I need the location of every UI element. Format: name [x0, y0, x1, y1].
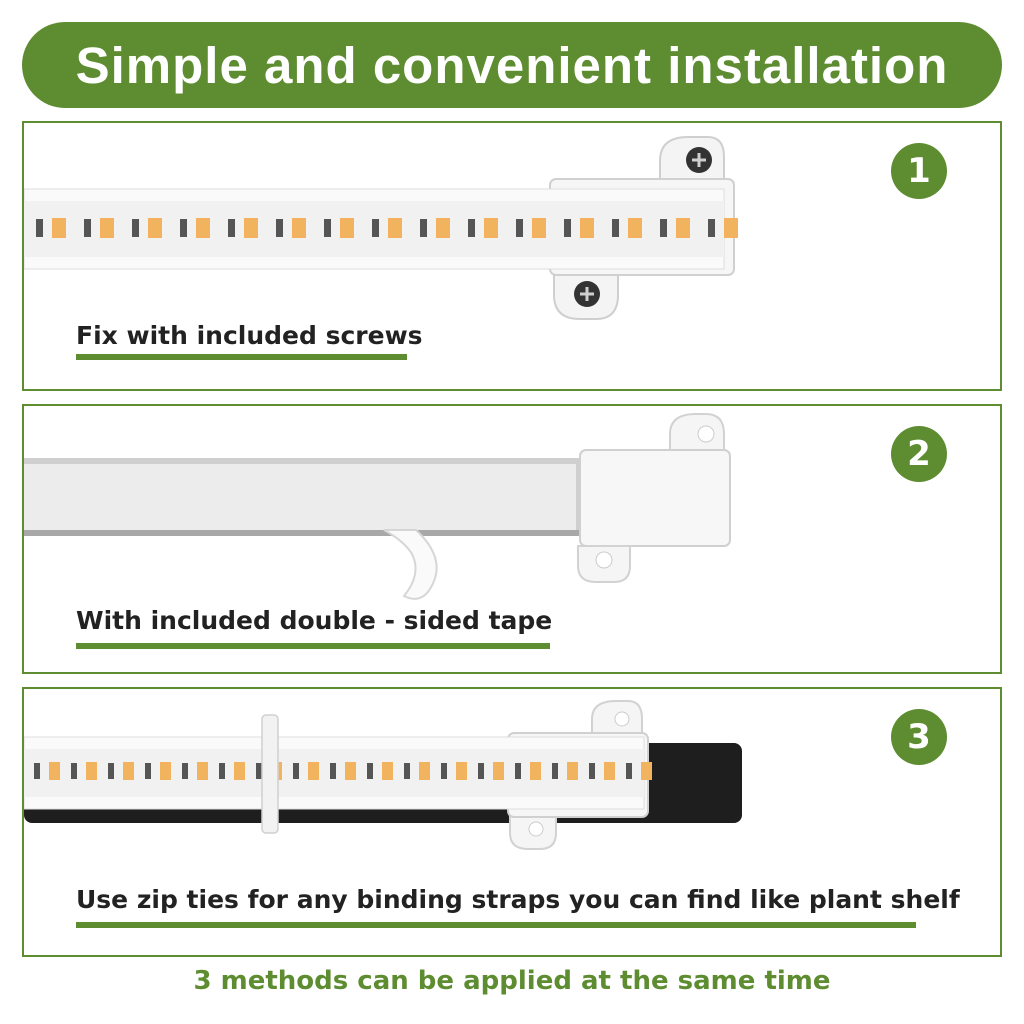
resistor-chip [367, 763, 373, 779]
header-banner: Simple and convenient installation [22, 22, 1002, 108]
led-chip [436, 218, 450, 238]
tape-icon [383, 529, 438, 600]
led-chip [100, 218, 114, 238]
led-strip-with-screws-illustration [24, 136, 738, 320]
led-chip [49, 762, 60, 780]
led-chip [493, 762, 504, 780]
led-chip [604, 762, 615, 780]
resistor-chip [145, 763, 151, 779]
screw-icon [686, 147, 712, 173]
resistor-chip [324, 219, 331, 237]
resistor-chip [180, 219, 187, 237]
led-chip [567, 762, 578, 780]
resistor-chip [660, 219, 667, 237]
resistor-chip [228, 219, 235, 237]
method-panel-tape: 2 With included double - sided tape [22, 404, 1002, 674]
led-chip [123, 762, 134, 780]
resistor-chip [515, 763, 521, 779]
led-chip [456, 762, 467, 780]
resistor-chip [552, 763, 558, 779]
led-chip [530, 762, 541, 780]
resistor-chip [372, 219, 379, 237]
led-chip [388, 218, 402, 238]
resistor-chip [34, 763, 40, 779]
led-chip [484, 218, 498, 238]
led-chip [628, 218, 642, 238]
resistor-chip [256, 763, 262, 779]
resistor-chip [441, 763, 447, 779]
caption-underline [76, 354, 407, 360]
resistor-chip [564, 219, 571, 237]
footer-note: 3 methods can be applied at the same tim… [193, 966, 831, 996]
led-chip [308, 762, 319, 780]
led-chip [641, 762, 652, 780]
led-chip [234, 762, 245, 780]
led-chip [148, 218, 162, 238]
resistor-chip [132, 219, 139, 237]
resistor-chip [71, 763, 77, 779]
resistor-chip [36, 219, 43, 237]
page-title: Simple and convenient installation [75, 36, 949, 94]
step-caption: Use zip ties for any binding straps you … [76, 885, 960, 914]
resistor-chip [478, 763, 484, 779]
step-number-badge: 3 [891, 709, 947, 765]
led-chip [197, 762, 208, 780]
step-number-badge: 2 [891, 426, 947, 482]
screw-icon [574, 281, 600, 307]
zip-tie-illustration [24, 700, 742, 850]
led-chip [724, 218, 738, 238]
step-number-badge: 1 [891, 143, 947, 199]
method-panel-screws: 1 Fix with included screws [22, 121, 1002, 391]
led-chip [532, 218, 546, 238]
led-chip [340, 218, 354, 238]
step-caption: Fix with included screws [76, 321, 423, 350]
resistor-chip [708, 219, 715, 237]
led-chip [292, 218, 306, 238]
resistor-chip [420, 219, 427, 237]
led-chip [52, 218, 66, 238]
led-chip [86, 762, 97, 780]
led-chip [580, 218, 594, 238]
caption-underline [76, 643, 550, 649]
zip-tie-icon [261, 714, 279, 834]
led-chip [345, 762, 356, 780]
led-chip [382, 762, 393, 780]
caption-underline [76, 922, 916, 928]
step-caption: With included double - sided tape [76, 606, 553, 635]
led-chip [196, 218, 210, 238]
resistor-chip [293, 763, 299, 779]
resistor-chip [108, 763, 114, 779]
resistor-chip [84, 219, 91, 237]
led-chip [244, 218, 258, 238]
resistor-chip [276, 219, 283, 237]
resistor-chip [219, 763, 225, 779]
resistor-chip [612, 219, 619, 237]
resistor-chip [182, 763, 188, 779]
resistor-chip [589, 763, 595, 779]
resistor-chip [516, 219, 523, 237]
resistor-chip [330, 763, 336, 779]
method-panel-zip-ties: 3 Use zip ties for any binding straps yo… [22, 687, 1002, 957]
resistor-chip [468, 219, 475, 237]
resistor-chip [626, 763, 632, 779]
resistor-chip [404, 763, 410, 779]
tape-mounting-illustration [24, 413, 731, 600]
led-chip [419, 762, 430, 780]
led-chip [676, 218, 690, 238]
led-chip [160, 762, 171, 780]
